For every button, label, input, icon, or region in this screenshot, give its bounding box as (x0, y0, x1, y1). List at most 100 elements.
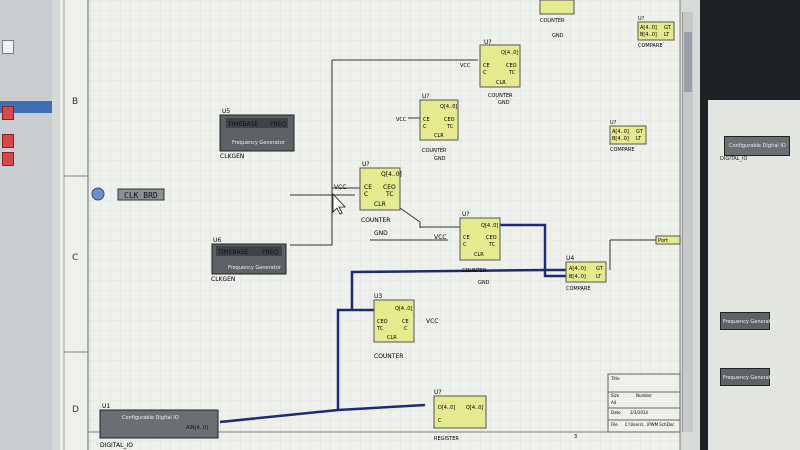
clkgen-description: Frequency Generator (228, 265, 282, 271)
counter-center[interactable]: U? Q[4..0] CE C CEO TC CLR COUNTER GND V… (334, 161, 402, 237)
size-value: A4 (611, 400, 617, 405)
schematic-doc-icon[interactable] (2, 134, 14, 148)
clkgen-bottom[interactable]: U6 TIMEBASE FREQ Frequency Generator CLK… (211, 237, 287, 283)
counter-partial[interactable] (539, 0, 575, 15)
zone-label-d: D (72, 405, 79, 415)
vcc-label: VCC (434, 234, 446, 241)
counter-ref: U? (484, 39, 492, 46)
counter-name: COUNTER (540, 18, 565, 24)
clkgen-name: CLKGEN (220, 153, 244, 160)
scrollbar-thumb[interactable] (684, 32, 692, 92)
counter-c-pin: C (404, 326, 408, 332)
gnd-label: GND (434, 156, 446, 162)
counter-ce-pin: CE (483, 63, 490, 69)
register-name: REGISTER (434, 436, 459, 442)
clkgen-description: Frequency Generator (723, 319, 776, 325)
clkgen-ref: U5 (222, 108, 230, 115)
schematic-doc-icon[interactable] (2, 152, 14, 166)
digital-io[interactable]: U1 Configurable Digital IO AIN[4..0] DIG… (99, 403, 219, 449)
counter-ref: U? (422, 93, 430, 100)
vcc-label: VCC (334, 184, 346, 191)
counter-ref: U3 (374, 293, 382, 300)
counter-q-pin: Q[4..0] (395, 306, 412, 312)
size-field: Size (611, 393, 620, 398)
schematic-doc-icon[interactable] (2, 106, 14, 120)
vertical-scrollbar[interactable] (682, 12, 693, 432)
date-field: Date (611, 410, 621, 415)
vcc-label: VCC (460, 63, 471, 69)
compare-b-pin: B[4..0] (612, 136, 629, 142)
compare-b-pin: B[4..0] (569, 274, 586, 280)
file-field: File (611, 422, 618, 427)
counter-ref: U? (362, 161, 370, 168)
counter-name: COUNTER (422, 148, 447, 154)
counter-ce-pin: CE (463, 235, 470, 241)
counter-c-pin: C (423, 124, 427, 130)
counter-ceo-pin: CEO (486, 235, 497, 241)
compare-lt-pin: LT (596, 274, 602, 280)
clkgen-freq-pin: FREQ (270, 121, 286, 128)
compare-right[interactable]: U4 A[4..0] B[4..0] GT LT COMPARE (565, 255, 607, 292)
sheet-grid (88, 0, 680, 450)
digital-io-title: Configurable Digital IO (729, 143, 786, 149)
counter-clr-pin: CLR (474, 252, 484, 258)
register-ref: U? (434, 389, 442, 396)
gnd-label: GND (374, 230, 388, 237)
file-value: C:\Users\...\PWM.SchDoc (625, 422, 674, 427)
counter-c-pin: C (364, 191, 368, 198)
counter-ce-pin: CE (402, 319, 409, 325)
counter-c-pin: C (483, 70, 487, 76)
mouse-cursor-icon (332, 192, 346, 215)
counter-ref: U? (462, 211, 470, 218)
counter-tc-pin: TC (376, 326, 384, 332)
vcc-label: VCC (426, 318, 438, 325)
clkgen-top[interactable]: U5 TIMEBASE FREQ Frequency Generator CLK… (219, 108, 295, 160)
compare-lt-pin: LT (664, 32, 670, 38)
counter-bottom[interactable]: U3 Q[4..0] CEO TC CE C CLR COUNTER VCC (373, 293, 438, 360)
compare-name: COMPARE (566, 286, 591, 292)
clkgen-block: Frequency Generator (720, 312, 776, 330)
gnd-label: GND (552, 33, 564, 39)
compare-gt-pin: GT (664, 25, 672, 31)
compare-mid[interactable]: U? A[4..0] B[4..0] GT LT COMPARE (609, 120, 647, 153)
clkgen-ref: U6 (213, 237, 221, 244)
counter-q-pin: Q[4..0] (481, 223, 498, 229)
clkgen-description: Frequency Generator (232, 140, 286, 146)
counter-tc-pin: TC (488, 242, 496, 248)
clkgen-freq-pin: FREQ (262, 249, 278, 256)
output-port[interactable] (655, 235, 681, 245)
counter-mid[interactable]: U? Q[4..0] CE C CEO TC CLR COUNTER GND V… (396, 93, 459, 162)
digital-io-name: DIGITAL_IO (100, 442, 133, 449)
digital-io-name: DIGITAL_IO (720, 156, 748, 162)
gnd-label: GND (498, 100, 510, 106)
compare-ref: U? (638, 16, 645, 22)
compare-lt-pin: LT (636, 136, 642, 142)
buses (219, 223, 566, 424)
counter-ce-pin: CE (423, 117, 430, 123)
counter-clr-pin: CLR (387, 335, 397, 341)
digital-io-block: Configurable Digital IO (724, 136, 790, 156)
counter-clr-pin: CLR (374, 201, 386, 208)
wires (290, 59, 656, 270)
zone-label-c: C (72, 253, 78, 263)
counter-tc-pin: TC (385, 191, 394, 198)
counter-lower[interactable]: U? Q[4..0] CE C CEO TC CLR COUNTER GND V… (434, 211, 501, 286)
second-monitor: Configurable Digital IO DIGITAL_IO Frequ… (700, 0, 800, 450)
gnd-label: GND (478, 280, 490, 286)
compare-ref: U? (610, 120, 617, 126)
counter-c-pin: C (463, 242, 467, 248)
document-icon[interactable] (2, 40, 14, 54)
counter-ceo-pin: CEO (383, 184, 396, 191)
date-value: 3/3/2014 (630, 410, 648, 415)
input-port-icon[interactable] (91, 187, 105, 201)
clk-brd-port[interactable] (117, 188, 165, 201)
counter-top[interactable]: U? Q[4..0] CE C CEO TC CLR COUNTER GND V… (460, 39, 521, 106)
register[interactable]: U? D[4..0] Q[4..0] C REGISTER (433, 389, 487, 442)
compare-name: COMPARE (638, 43, 663, 49)
compare-top[interactable]: U? A[4..0] B[4..0] GT LT COMPARE (637, 16, 675, 49)
counter-name: COUNTER (374, 353, 403, 360)
number-field: Number (636, 393, 652, 398)
counter-clr-pin: CLR (434, 133, 444, 139)
clkgen-timebase: TIMEBASE (217, 249, 248, 256)
